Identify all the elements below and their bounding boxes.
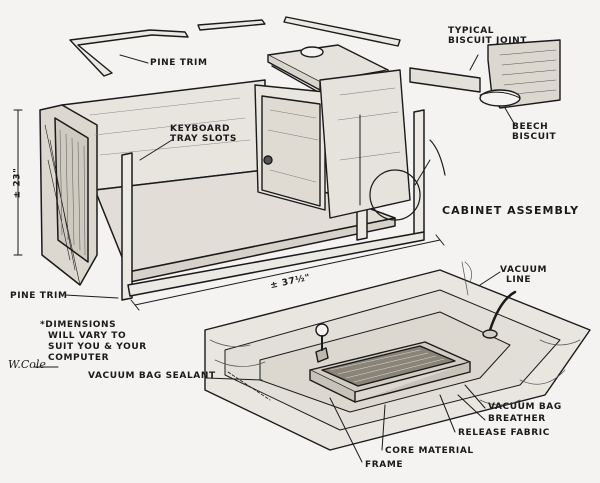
vacuum-line-line-2: LINE bbox=[506, 275, 532, 285]
pine-trim-bottom-label: PINE TRIM bbox=[10, 291, 68, 301]
beech-biscuit-line-1: BEECH bbox=[512, 122, 549, 132]
biscuit-joint-detail bbox=[409, 39, 561, 186]
typical-biscuit-joint-line-2: BISCUIT JOINT bbox=[448, 36, 528, 46]
vacuum-line-label: VACUUM LINE bbox=[500, 265, 547, 285]
beech-biscuit-line-2: BISCUIT bbox=[512, 132, 557, 142]
vacuum-bag-sealant-label: VACUUM BAG SEALANT bbox=[88, 371, 216, 381]
width-dimension-line bbox=[130, 234, 445, 311]
height-dimension-line bbox=[13, 109, 23, 256]
pine-trim-top-label: PINE TRIM bbox=[150, 58, 208, 68]
leader-lines bbox=[33, 54, 516, 463]
dimensions-note-line-3: SUIT YOU & YOUR bbox=[48, 342, 147, 352]
vacuum-bag-layup bbox=[204, 261, 591, 451]
typical-biscuit-joint-line-1: TYPICAL bbox=[448, 26, 495, 36]
frame-label: FRAME bbox=[365, 460, 404, 470]
core-material-label: CORE MATERIAL bbox=[385, 446, 474, 456]
artist-signature: W.Cole bbox=[8, 358, 46, 371]
cabinet-assembly-title: CABINET ASSEMBLY bbox=[442, 204, 580, 217]
vacuum-bag-label: VACUUM BAG bbox=[488, 402, 562, 412]
dimensions-note-line-2: WILL VARY TO bbox=[48, 331, 127, 341]
typical-biscuit-joint-label: TYPICAL BISCUIT JOINT bbox=[448, 26, 527, 46]
keyboard-tray-slots-line-1: KEYBOARD bbox=[170, 124, 231, 134]
release-fabric-label: RELEASE FABRIC bbox=[458, 428, 550, 438]
detail-callout-circle bbox=[369, 169, 421, 221]
vacuum-line-line-1: VACUUM bbox=[500, 265, 548, 275]
dimensions-note-line-1: *DIMENSIONS bbox=[40, 320, 117, 330]
height-dimension-label: ± 23" bbox=[12, 167, 23, 199]
divider-panels bbox=[254, 69, 411, 219]
keyboard-tray-slots-line-2: TRAY SLOTS bbox=[170, 134, 237, 144]
beech-biscuit-label: BEECH BISCUIT bbox=[512, 122, 556, 142]
dimensions-note-line-4: COMPUTER bbox=[48, 353, 110, 363]
pine-trim-top-pieces bbox=[69, 16, 401, 77]
breather-label: BREATHER bbox=[488, 414, 546, 424]
keyboard-tray-slots-label: KEYBOARD TRAY SLOTS bbox=[170, 124, 237, 144]
dimensions-note: *DIMENSIONS WILL VARY TO SUIT YOU & YOUR… bbox=[40, 320, 147, 364]
